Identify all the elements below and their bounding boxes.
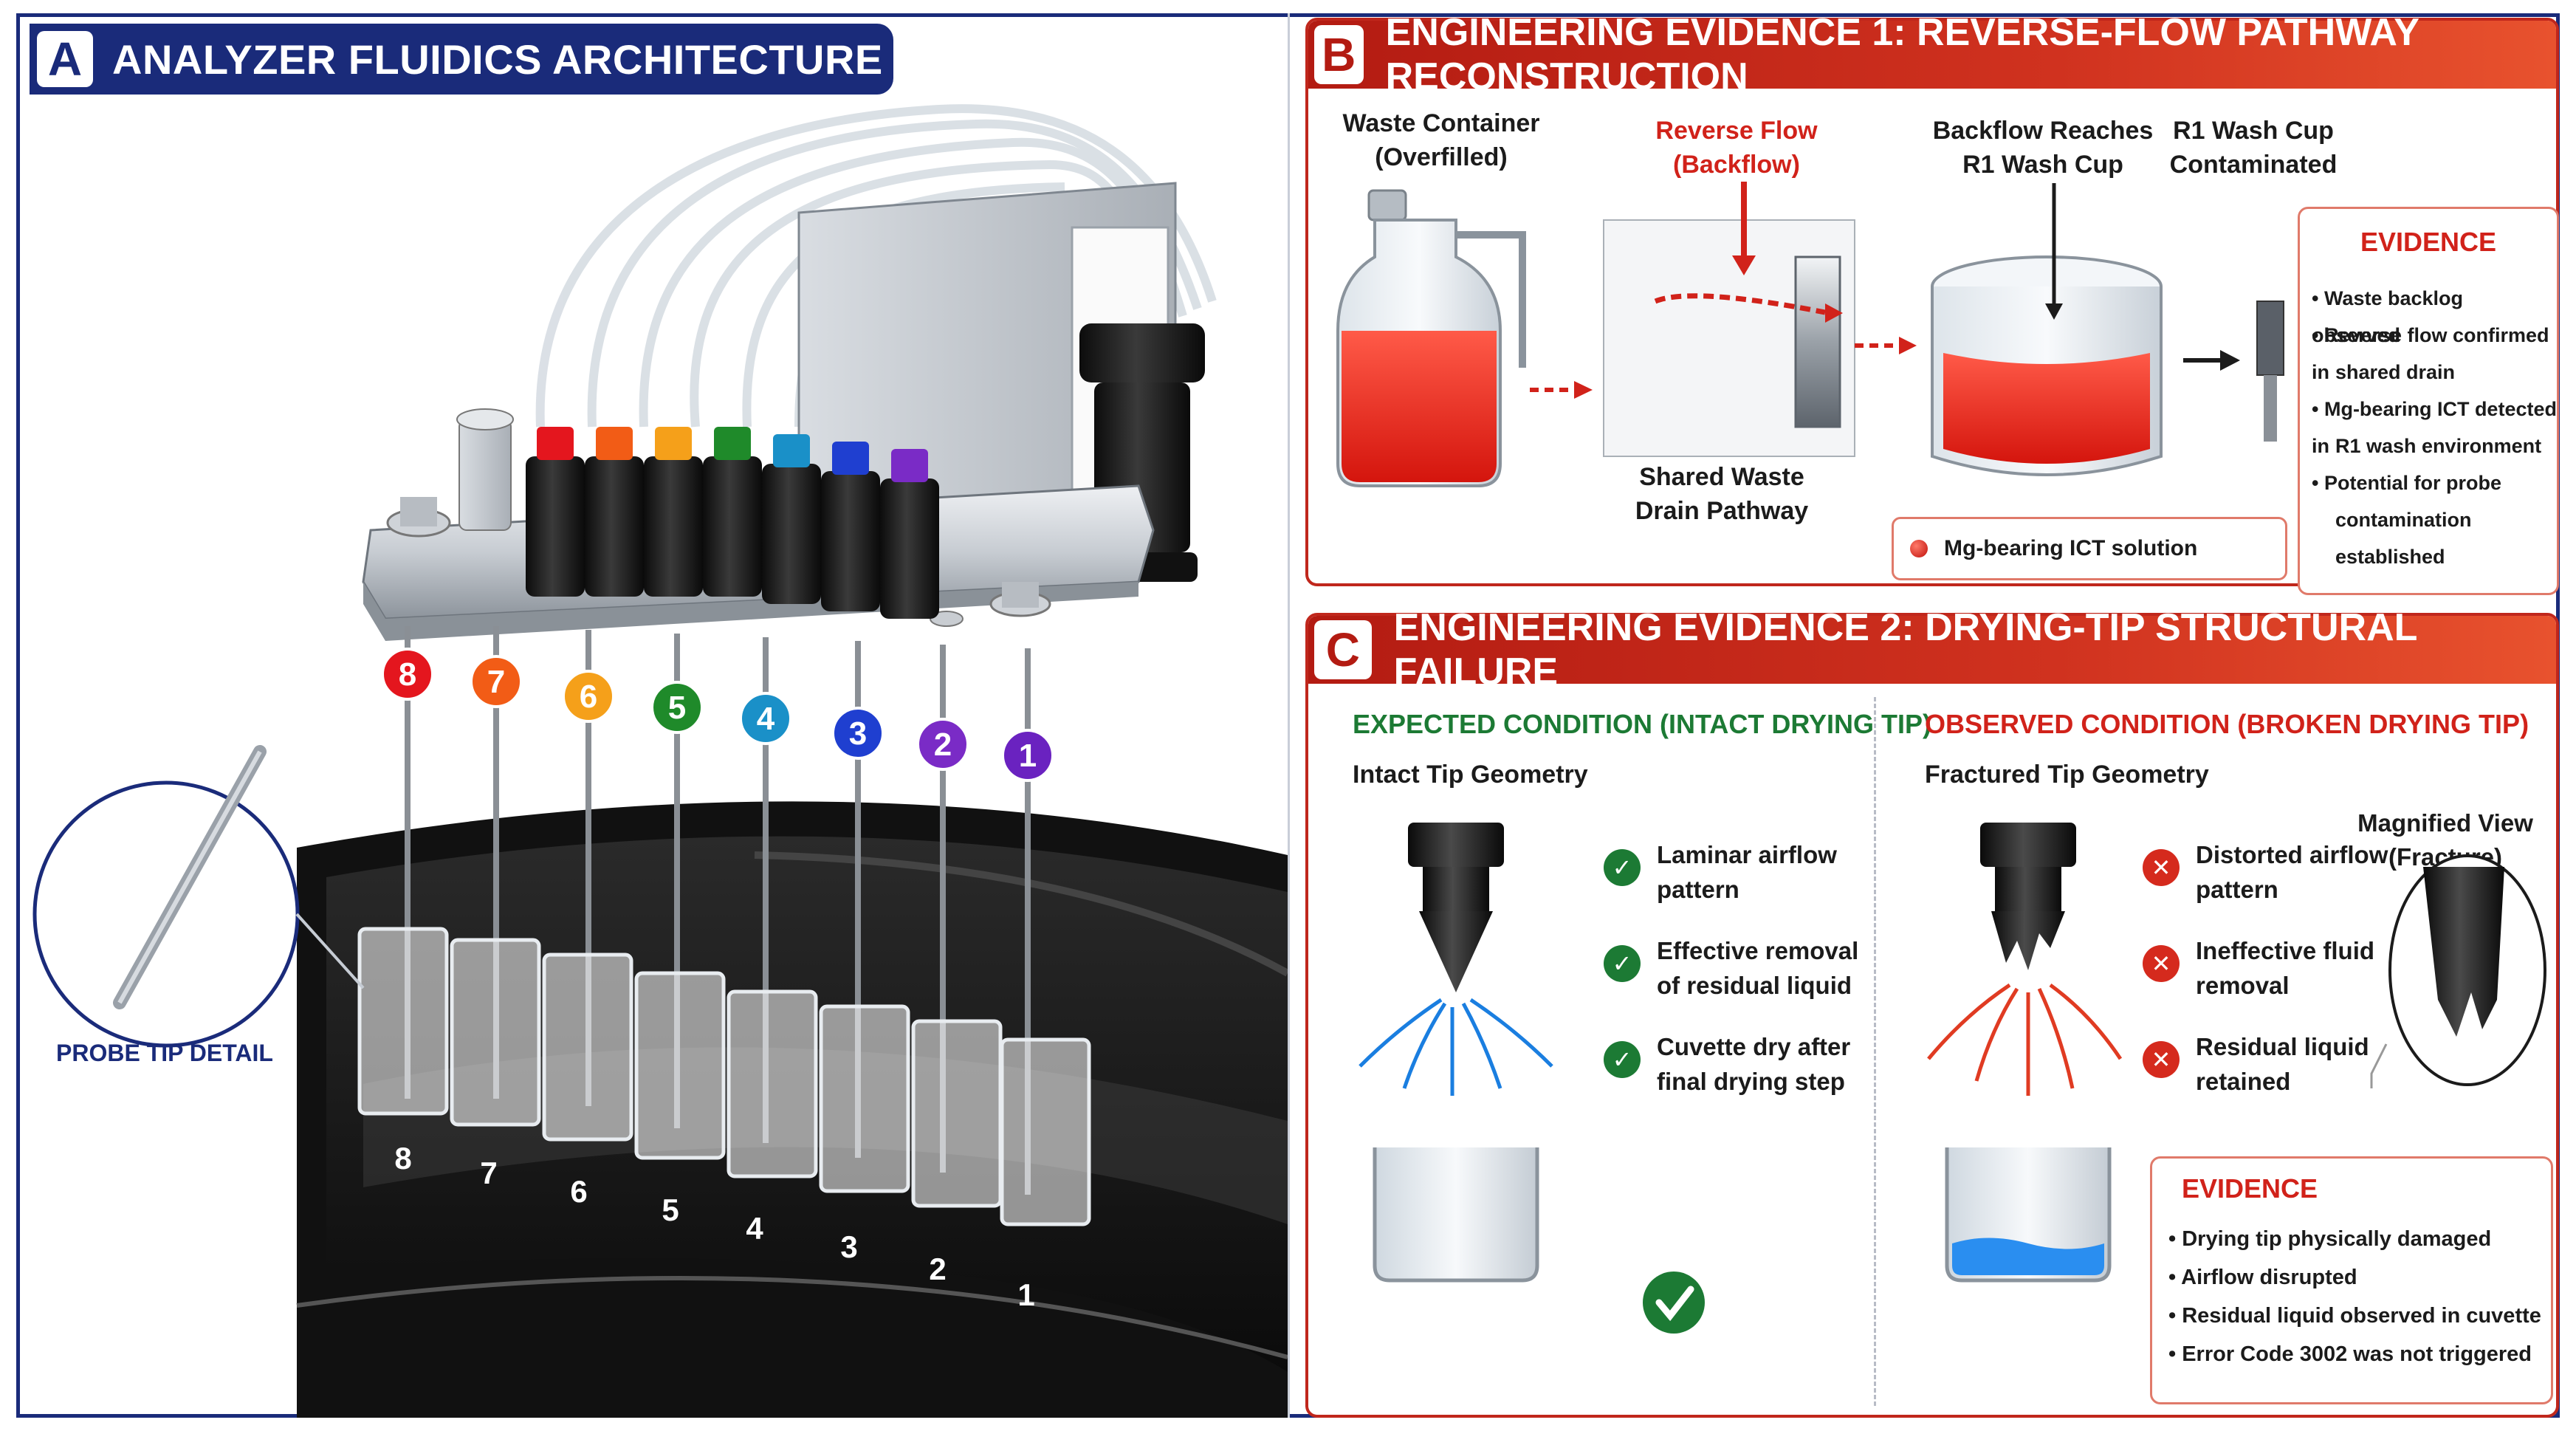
cuvette-position-label: 7	[480, 1156, 497, 1190]
probe-number-badge	[381, 648, 434, 701]
legend-mg-ict: Mg-bearing ICT solution	[1892, 517, 2287, 580]
probe-number-label: 2	[934, 727, 952, 763]
observed-condition-heading: OBSERVED CONDITION (BROKEN DRYING TIP)	[1925, 709, 2529, 739]
cuvette-position-label: 4	[746, 1211, 763, 1246]
panel-b-title: ENGINEERING EVIDENCE 1: REVERSE-FLOW PAT…	[1385, 11, 2419, 98]
evidence-b-item: contamination established	[2335, 509, 2472, 568]
x-icon: ✕	[2143, 1041, 2180, 1078]
legend-dot-icon	[1910, 540, 1928, 557]
evidence-b-item: shared drain	[2335, 361, 2456, 383]
panel-b-banner: B ENGINEERING EVIDENCE 1: REVERSE-FLOW P…	[1308, 11, 2556, 98]
cuvette-position-label: 3	[840, 1229, 857, 1264]
evidence-c-item: • Drying tip physically damaged	[2168, 1227, 2492, 1251]
x-icon: ✕	[2143, 849, 2180, 886]
distorted-airflow-arrows	[1927, 983, 2123, 1096]
laminar-airflow-arrows	[1359, 998, 1553, 1096]
probe-number-badge	[562, 670, 615, 723]
probe-labels: 8 7 6 5 4 3 2 1 8 7 6 5 4 3 2 1	[381, 648, 1054, 1312]
evidence-b-item: • Mg-bearing ICT detected in	[2312, 398, 2557, 457]
evidence-c-item: • Error Code 3002 was not triggered	[2168, 1342, 2532, 1366]
evidence-b-item: • Potential for probe	[2312, 472, 2501, 494]
panel-a-banner: A ANALYZER FLUIDICS ARCHITECTURE	[30, 24, 893, 95]
intact-drying-tip	[1408, 823, 1504, 992]
evidence-b-item: • Reverse flow confirmed in	[2312, 324, 2549, 383]
panel-a-title: ANALYZER FLUIDICS ARCHITECTURE	[112, 35, 883, 83]
waste-container-label: Waste Container(Overfilled)	[1342, 109, 1540, 171]
check-icon: ✓	[1604, 849, 1641, 886]
reverse-flow-illustration	[1336, 182, 2284, 487]
fittings	[386, 408, 1051, 627]
fractured-tip-subheading: Fractured Tip Geometry	[1925, 761, 2209, 789]
fractured-drying-tip	[1980, 823, 2076, 970]
probe-number-badge	[916, 718, 969, 771]
evidence-b-item: • Waste backlog observed	[2312, 287, 2464, 346]
panel-c-drying-tip: C ENGINEERING EVIDENCE 2: DRYING-TIP STR…	[1305, 606, 2559, 1418]
panel-b-letter: B	[1314, 25, 1364, 84]
check-icon: ✓	[1604, 1041, 1641, 1078]
cuvettes	[357, 927, 1091, 1226]
drying-tip-illustration	[1359, 823, 2546, 1334]
evidence-box-b: EVIDENCE • Waste backlog observed• Rever…	[2298, 207, 2559, 595]
check-icon: ✓	[1604, 945, 1641, 982]
probe-number-label: 3	[849, 716, 867, 752]
probe-number-label: 5	[668, 690, 686, 726]
magnified-fracture-view	[2370, 854, 2546, 1088]
panel-divider	[1288, 13, 1290, 1418]
reverse-flow-label: Reverse Flow(Backflow)	[1655, 117, 1818, 179]
probe-number-label: 4	[757, 701, 775, 737]
valve-array	[526, 427, 939, 619]
evidence-b-item: R1 wash environment	[2335, 435, 2542, 457]
probe-number-badge	[650, 681, 704, 734]
x-icon: ✕	[2143, 945, 2180, 982]
panel-a-letter: A	[37, 31, 93, 87]
cuvette-position-label: 6	[570, 1174, 587, 1209]
expected-condition-heading: EXPECTED CONDITION (INTACT DRYING TIP)	[1353, 709, 1932, 739]
cuvette-position-label: 5	[662, 1192, 679, 1227]
intact-tip-subheading: Intact Tip Geometry	[1353, 761, 1588, 789]
cuvette-position-label: 1	[1017, 1277, 1034, 1312]
pump-cylinder	[1079, 323, 1205, 382]
evidence-b-title: EVIDENCE	[2360, 227, 2497, 257]
evidence-c-title: EVIDENCE	[2182, 1173, 2318, 1204]
evidence-c-item: • Airflow disrupted	[2168, 1266, 2357, 1289]
cuvette-position-label: 8	[394, 1141, 411, 1176]
probe-number-badge	[470, 655, 523, 708]
wet-cuvette	[1945, 1147, 2112, 1283]
probe-number-label: 7	[487, 664, 505, 700]
r1-wash-cup	[1931, 255, 2163, 476]
condition-divider	[1874, 697, 1876, 1406]
cuvette-position-label: 2	[929, 1252, 946, 1286]
fluidics-scene	[32, 104, 1288, 1418]
drain-pipe-junction	[1603, 219, 1855, 457]
evidence-box-c: EVIDENCE • Drying tip physically damaged…	[2150, 1156, 2553, 1404]
legend-label: Mg-bearing ICT solution	[1944, 536, 2198, 560]
panel-a-fluidics-architecture: 8 7 6 5 4 3 2 1 8 7 6 5 4 3 2 1 A ANALYZER FLUIDICS AR…	[16, 13, 1288, 1418]
probe-tip-caption: PROBE TIP DETAIL	[56, 1040, 273, 1066]
probe-number-label: 6	[580, 679, 597, 715]
dry-cuvette	[1373, 1147, 1539, 1283]
panel-b-reverse-flow: B ENGINEERING EVIDENCE 1: REVERSE-FLOW P…	[1305, 11, 2559, 595]
probe-number-label: 8	[399, 656, 416, 693]
waste-container-bottle	[1336, 189, 1526, 487]
panel-c-banner: C ENGINEERING EVIDENCE 2: DRYING-TIP STR…	[1308, 606, 2556, 693]
panel-c-title: ENGINEERING EVIDENCE 2: DRYING-TIP STRUC…	[1393, 606, 2417, 693]
probe-number-badge	[831, 707, 885, 760]
probe-number-label: 1	[1019, 738, 1037, 774]
panel-c-letter: C	[1314, 620, 1372, 679]
evidence-c-item: • Residual liquid observed in cuvette	[2168, 1304, 2541, 1328]
probe-number-badge	[1001, 729, 1054, 782]
probe-number-badge	[739, 692, 792, 745]
